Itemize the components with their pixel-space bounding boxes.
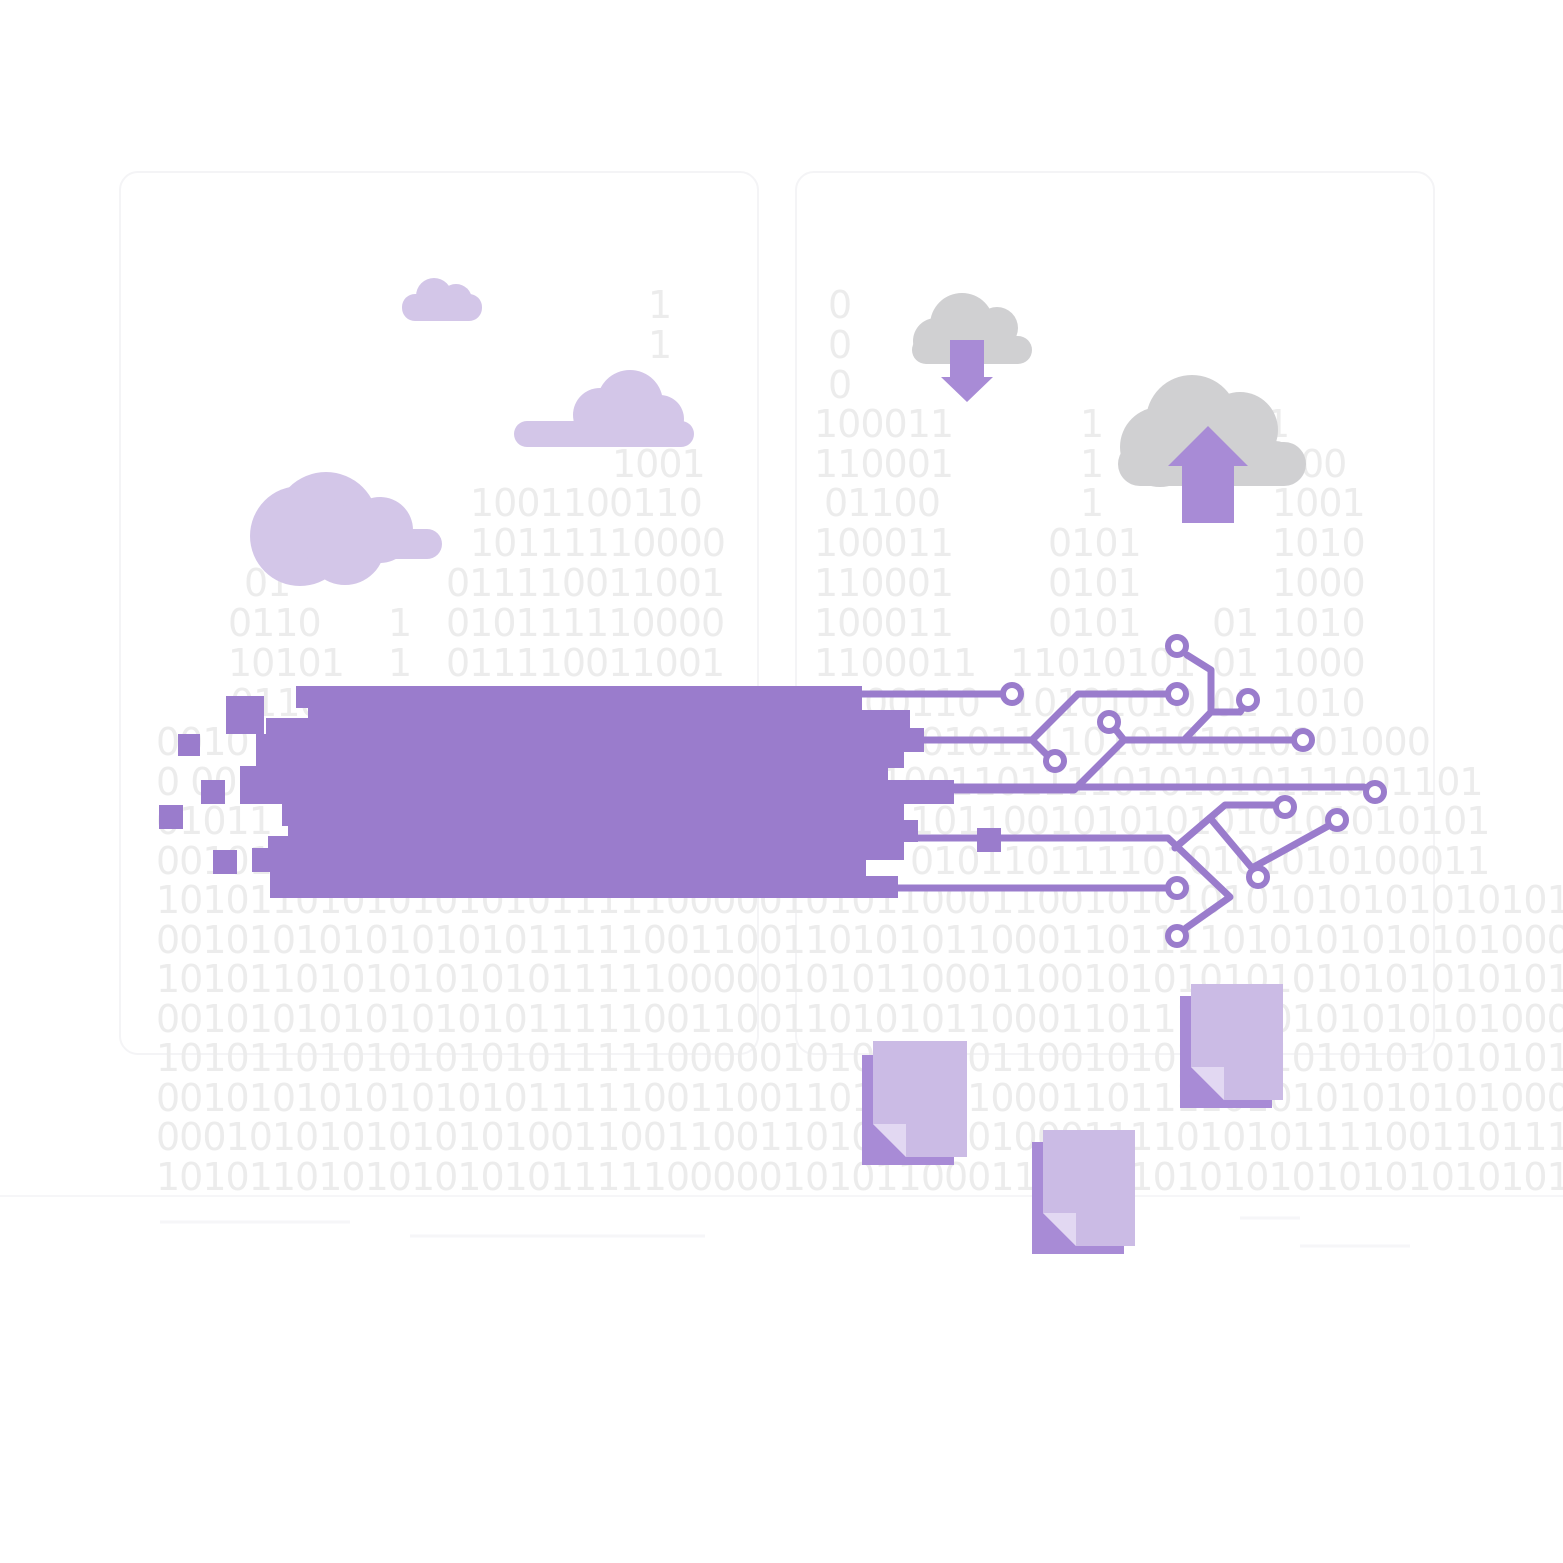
document-icon: [1032, 1130, 1135, 1254]
binary-text: 0010101010101010111110011001101010110001…: [156, 918, 1563, 962]
binary-text: 0101: [1048, 521, 1141, 565]
binary-text: 100011: [814, 402, 953, 446]
document-icon: [1180, 984, 1283, 1108]
binary-text: 01: [1212, 641, 1258, 685]
binary-text: 1010110101010101011111000001010110001100…: [156, 1036, 1563, 1080]
document-icon: [862, 1041, 967, 1165]
binary-text: 1000: [1272, 561, 1365, 605]
binary-text: 1010110101010101011111000001010110001100…: [156, 1155, 1563, 1199]
binary-text: 0010101010101010111110011001101010110001…: [156, 997, 1563, 1041]
binary-text: 1001: [1272, 481, 1365, 525]
binary-text: 010111110000: [446, 601, 724, 645]
cloud-icon: [250, 472, 442, 586]
binary-text: 0101101111010101010100011: [910, 839, 1489, 883]
binary-text: 0101: [1048, 601, 1141, 645]
cloud-upload-icon: [1118, 375, 1306, 523]
right-panel: [795, 171, 1435, 1055]
binary-text: 1: [648, 283, 671, 327]
binary-text: 110001: [814, 561, 953, 605]
binary-text: 011110011001: [446, 641, 724, 685]
circuit-nodes: [1000, 634, 1387, 948]
binary-text: 1000: [1272, 641, 1365, 685]
cloud-icon: [514, 370, 694, 447]
binary-text: 10011011110101010111001101: [880, 760, 1483, 804]
binary-text: 0: [828, 323, 851, 367]
circuit-lines: [854, 651, 1368, 932]
binary-text: 0010101010101010111110011001101010110001…: [156, 1076, 1563, 1120]
binary-text: 1: [1080, 402, 1103, 446]
binary-text: 01100: [824, 481, 940, 525]
binary-text: 10111110000: [470, 521, 725, 565]
binary-text: 011110011001: [446, 561, 724, 605]
binary-text: 0: [828, 283, 851, 327]
cloud-icon: [402, 278, 482, 321]
binary-text: 1: [388, 641, 411, 685]
binary-text: 1001: [612, 442, 705, 486]
binary-text: 1010: [1272, 601, 1365, 645]
binary-text: 1010110101010101011111000001010110001100…: [156, 957, 1563, 1001]
binary-text: 1100011: [814, 641, 976, 685]
cloud-download-icon: [912, 293, 1032, 402]
binary-text: 01: [1212, 601, 1258, 645]
binary-text: 110001: [814, 442, 953, 486]
binary-text: 0001010101010101001100110011010101101000…: [156, 1115, 1563, 1159]
binary-text: 1010: [1272, 521, 1365, 565]
binary-text: 1: [1080, 481, 1103, 525]
left-panel: [119, 171, 759, 1055]
binary-text: 100011: [814, 521, 953, 565]
data-stream-block: [159, 686, 1001, 898]
binary-text: 1001100110: [470, 481, 702, 525]
binary-text: 0: [828, 363, 851, 407]
binary-text: 100011: [814, 601, 953, 645]
binary-text: 1: [1080, 442, 1103, 486]
binary-text: 0101: [1048, 561, 1141, 605]
binary-text: 00: [1300, 442, 1346, 486]
binary-text: 10101: [228, 641, 344, 685]
binary-text: 1: [648, 323, 671, 367]
binary-text: 1010: [1272, 681, 1365, 725]
binary-text: 1: [388, 601, 411, 645]
binary-text: 0110: [228, 601, 321, 645]
